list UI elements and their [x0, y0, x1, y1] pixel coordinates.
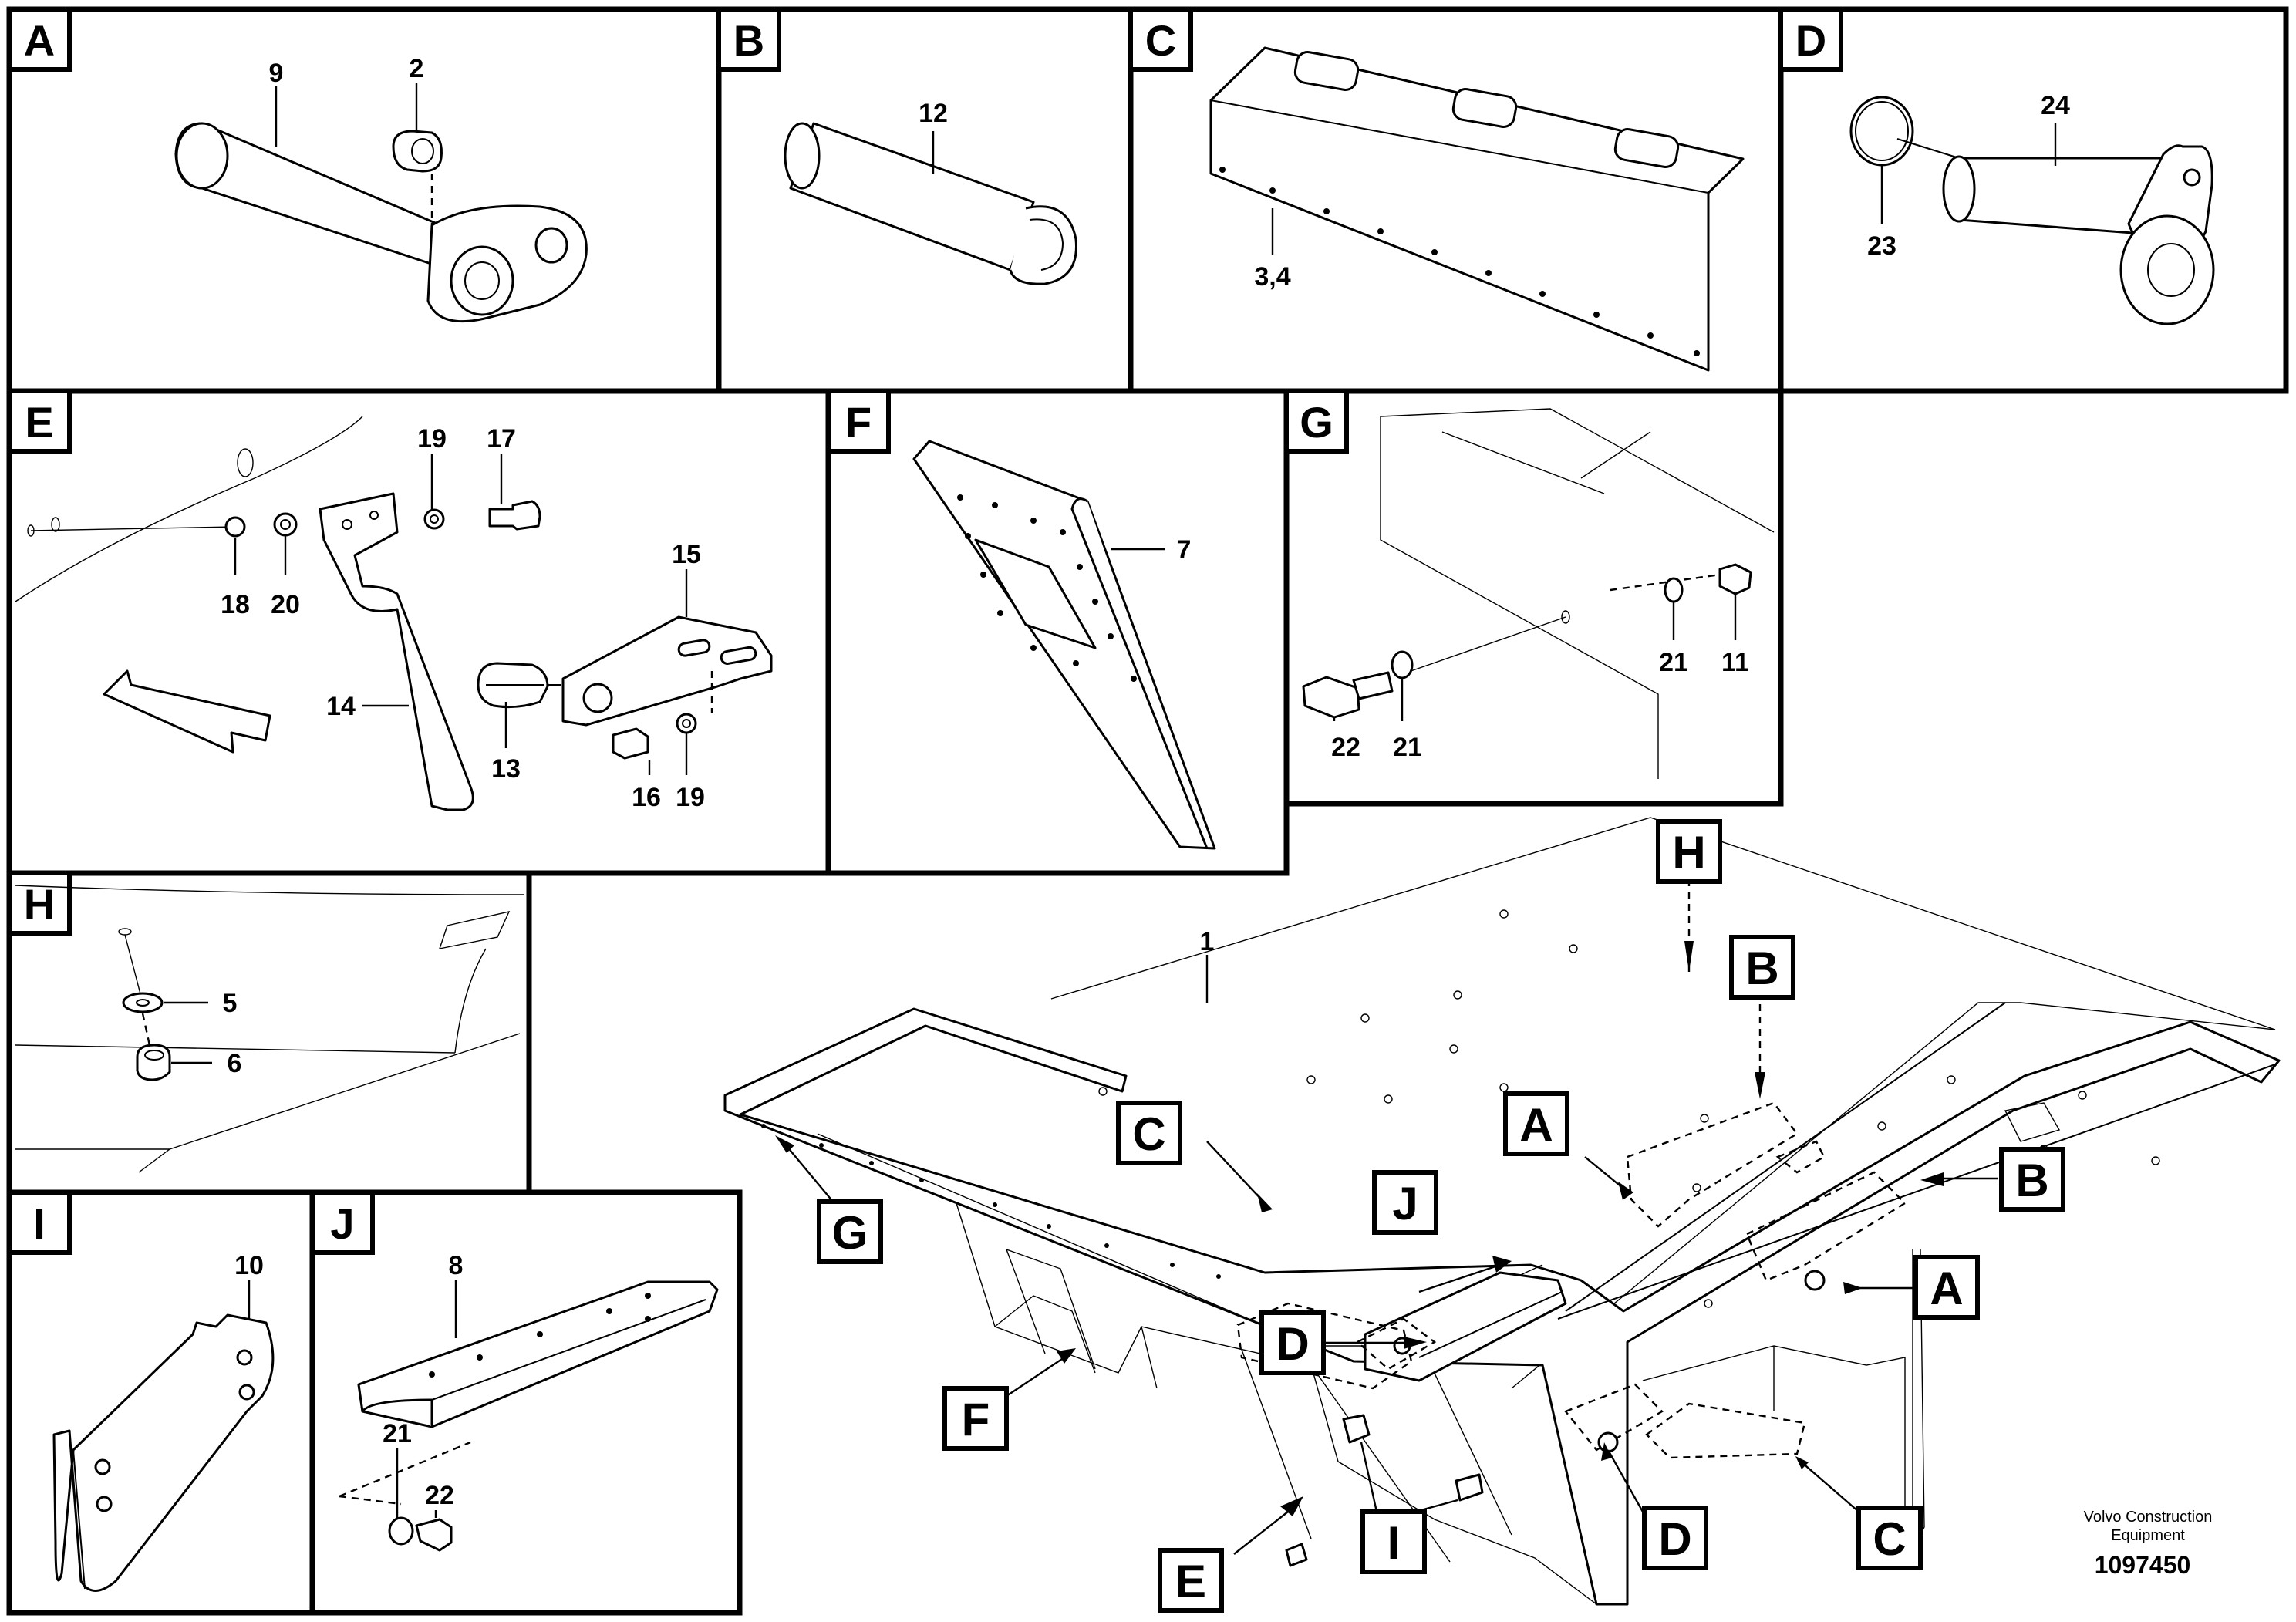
label-15: 15 [672, 540, 701, 569]
label-21-j: 21 [383, 1419, 412, 1448]
svg-text:A: A [1519, 1099, 1553, 1151]
panel-tag-d: D [1778, 7, 1843, 72]
label-22: 22 [1331, 733, 1360, 762]
callout-b-top: B [1729, 935, 1795, 1000]
svg-text:G: G [832, 1207, 868, 1259]
callout-c-right: C [1856, 1506, 1923, 1570]
svg-text:J: J [1392, 1178, 1418, 1229]
panel-d-letter: D [1795, 16, 1826, 65]
svg-text:E: E [1175, 1556, 1206, 1607]
panel-tag-i: I [7, 1190, 72, 1255]
callout-a-right: A [1913, 1255, 1980, 1320]
callout-f: F [942, 1386, 1009, 1451]
plate-holes [957, 494, 1137, 682]
label-23: 23 [1867, 231, 1896, 261]
label-12: 12 [919, 99, 948, 128]
label-13: 13 [491, 754, 521, 784]
svg-text:A: A [1930, 1263, 1963, 1314]
panel-h-drawing: 5 6 [15, 885, 525, 1173]
label-10: 10 [234, 1251, 264, 1280]
label-11: 11 [1721, 648, 1749, 677]
label-19-upper: 19 [417, 424, 447, 454]
panel-e-letter: E [25, 398, 53, 447]
dump-body-drawing [723, 817, 2281, 1606]
panel-tag-a: A [7, 7, 72, 72]
panel-frames [6, 6, 2289, 1616]
callout-e: E [1158, 1548, 1224, 1613]
label-18: 18 [221, 590, 250, 619]
label-1-body: 1 [1200, 927, 1215, 956]
panel-b-drawing: 12 [784, 99, 1077, 285]
svg-text:I: I [1387, 1517, 1401, 1569]
panel-tag-b: B [716, 7, 781, 72]
label-22-j: 22 [425, 1481, 454, 1510]
svg-text:C: C [1873, 1513, 1906, 1565]
callout-d-bottom: D [1642, 1506, 1708, 1570]
callout-j: J [1372, 1170, 1438, 1235]
panel-i-letter: I [33, 1199, 46, 1248]
callout-c-left: C [1116, 1101, 1182, 1165]
panel-f-letter: F [845, 398, 872, 447]
main-callout-boxes: H B A C J B G D A F D C E I [817, 819, 2065, 1613]
panel-e-drawing: 19 17 18 20 15 14 13 16 19 [15, 416, 773, 812]
label-21-lower: 21 [1393, 733, 1422, 762]
body-holes [761, 909, 2160, 1308]
panel-c-drawing: 3,4 [1209, 46, 1745, 372]
panel-c-letter: C [1145, 16, 1176, 65]
panel-j-drawing: 8 21 22 [339, 1251, 719, 1552]
callout-a-left: A [1503, 1091, 1569, 1156]
panel-tag-e: E [7, 389, 72, 454]
callout-h: H [1656, 819, 1722, 884]
panel-tag-f: F [826, 389, 891, 454]
panel-tag-h: H [7, 871, 72, 936]
label-19-lower: 19 [676, 783, 705, 812]
svg-text:B: B [2015, 1155, 2048, 1206]
company-name-line1: Volvo Construction [2084, 1509, 2213, 1526]
bar-holes [429, 1293, 651, 1378]
panel-d-drawing: 24 23 [1849, 91, 2215, 325]
label-14: 14 [326, 692, 356, 721]
panel-tag-j: J [310, 1190, 375, 1255]
callout-d-left: D [1259, 1310, 1326, 1375]
panel-tag-c: C [1128, 7, 1193, 72]
label-17: 17 [487, 424, 516, 454]
label-16: 16 [632, 783, 661, 812]
main-callout-leaders [775, 879, 1998, 1555]
document-number: 1097450 [2095, 1551, 2191, 1579]
label-5: 5 [223, 989, 238, 1018]
panel-b-letter: B [733, 16, 764, 65]
panel-f-drawing: 7 [912, 440, 1216, 850]
label-24: 24 [2041, 91, 2070, 120]
label-20: 20 [271, 590, 300, 619]
svg-text:C: C [1132, 1108, 1165, 1160]
callout-b-right: B [1999, 1147, 2065, 1212]
svg-text:D: D [1658, 1513, 1691, 1565]
label-7: 7 [1177, 535, 1192, 565]
svg-text:B: B [1745, 943, 1778, 994]
panel-i-drawing: 10 [52, 1251, 275, 1592]
panel-letter-tags: A B C D E F G H I J [7, 7, 1843, 1255]
label-6: 6 [228, 1049, 242, 1078]
panel-g-letter: G [1300, 398, 1333, 447]
svg-text:F: F [962, 1394, 990, 1445]
panel-h-letter: H [24, 880, 55, 929]
callout-i: I [1360, 1509, 1427, 1574]
panel-a-letter: A [24, 16, 55, 65]
svg-text:D: D [1276, 1318, 1309, 1370]
panel-a-drawing: 9 2 [174, 54, 588, 323]
plate-holes [1219, 167, 1700, 356]
label-8: 8 [449, 1251, 464, 1280]
svg-text:H: H [1672, 827, 1705, 878]
panel-g-drawing: 21 11 22 21 [1302, 408, 1775, 779]
label-9: 9 [269, 59, 284, 88]
footer-branding: Volvo Construction Equipment 1097450 [2084, 1509, 2213, 1579]
label-21-upper: 21 [1659, 648, 1688, 677]
company-name-line2: Equipment [2111, 1527, 2185, 1544]
callout-g: G [817, 1199, 883, 1264]
panel-j-letter: J [330, 1199, 354, 1248]
label-2: 2 [410, 54, 424, 83]
panel-tag-g: G [1284, 389, 1349, 454]
label-3-4: 3,4 [1254, 262, 1290, 292]
